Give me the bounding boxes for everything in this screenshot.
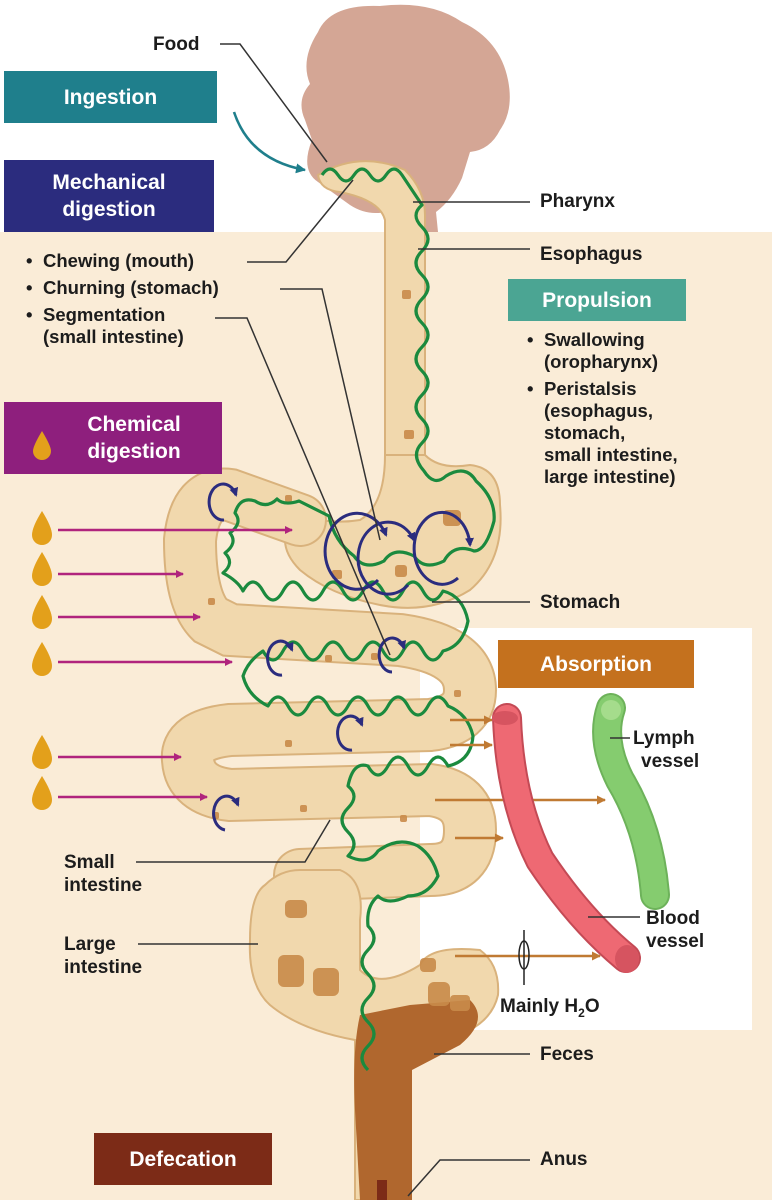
anus-opening	[377, 1180, 387, 1200]
small-intestine-label: Small intestine	[64, 851, 142, 897]
enzyme-arrows	[58, 526, 293, 801]
ingestion-label-box: Ingestion	[4, 71, 217, 123]
mechanical-bullet-list: •Chewing (mouth) •Churning (stomach) •Se…	[26, 250, 219, 348]
food-particles	[208, 290, 470, 1011]
esophagus-label: Esophagus	[540, 244, 643, 265]
blood-label-line2: vessel	[646, 931, 705, 952]
lymph-label-line1: Lymph	[633, 728, 695, 749]
small-label-line1: Small	[64, 852, 115, 873]
lymph-vessel-label: Lymph vessel	[633, 727, 699, 773]
mechanical-digestion-box: Mechanical digestion	[4, 160, 214, 232]
bullet-chewing: •Chewing (mouth)	[26, 250, 195, 271]
bullet-swallowing: •Swallowing	[527, 329, 645, 350]
lymph-label-line2: vessel	[641, 751, 700, 772]
absorption-label: Absorption	[540, 652, 652, 676]
leader-lines	[136, 43, 640, 1197]
feces-mass	[354, 1000, 478, 1200]
small-intestine-shape	[160, 467, 498, 902]
pharynx-label: Pharynx	[540, 191, 615, 212]
ingestion-label: Ingestion	[63, 85, 158, 109]
blood-vessel-label: Blood vessel	[646, 907, 704, 953]
wave-line	[221, 167, 496, 1072]
food-label: Food	[153, 34, 200, 55]
large-label-line2: intestine	[64, 957, 143, 978]
mechanical-label-line2: digestion	[62, 198, 156, 221]
chemical-label-line1: Chemical	[87, 413, 181, 436]
propulsion-box: Propulsion	[508, 279, 686, 321]
enzyme-drops	[32, 432, 52, 810]
blood-label-line1: Blood	[646, 908, 700, 929]
stomach-label: Stomach	[540, 592, 621, 613]
bullet-peristalsis: •Peristalsis	[527, 378, 637, 399]
chemical-label-line2: digestion	[87, 440, 181, 463]
bullet-segmentation: •Segmentation	[26, 304, 166, 325]
large-label-line1: Large	[64, 934, 116, 955]
water-drop-icon	[518, 930, 530, 985]
propulsion-bullet-list: •Swallowing (oropharynx) •Peristalsis (e…	[527, 329, 678, 487]
mainly-h2o-label: Mainly H2O	[500, 996, 600, 1020]
defecation-label: Defecation	[129, 1147, 237, 1171]
absorption-box: Absorption	[498, 640, 694, 688]
bullet-segmentation-cont: (small intestine)	[43, 326, 184, 347]
propulsion-label: Propulsion	[542, 288, 652, 312]
feces-label: Feces	[540, 1044, 594, 1065]
anus-label: Anus	[540, 1149, 588, 1170]
absorption-arrows	[435, 715, 606, 961]
small-label-line2: intestine	[64, 875, 143, 896]
bullet-churning: •Churning (stomach)	[26, 277, 219, 298]
mechanical-label-line1: Mechanical	[52, 171, 166, 194]
large-intestine-label: Large intestine	[64, 933, 142, 979]
churning-arrows	[207, 482, 474, 832]
defecation-box: Defecation	[94, 1133, 272, 1185]
ingestion-arrow	[232, 111, 306, 174]
enzyme-drop-icon	[33, 431, 51, 460]
